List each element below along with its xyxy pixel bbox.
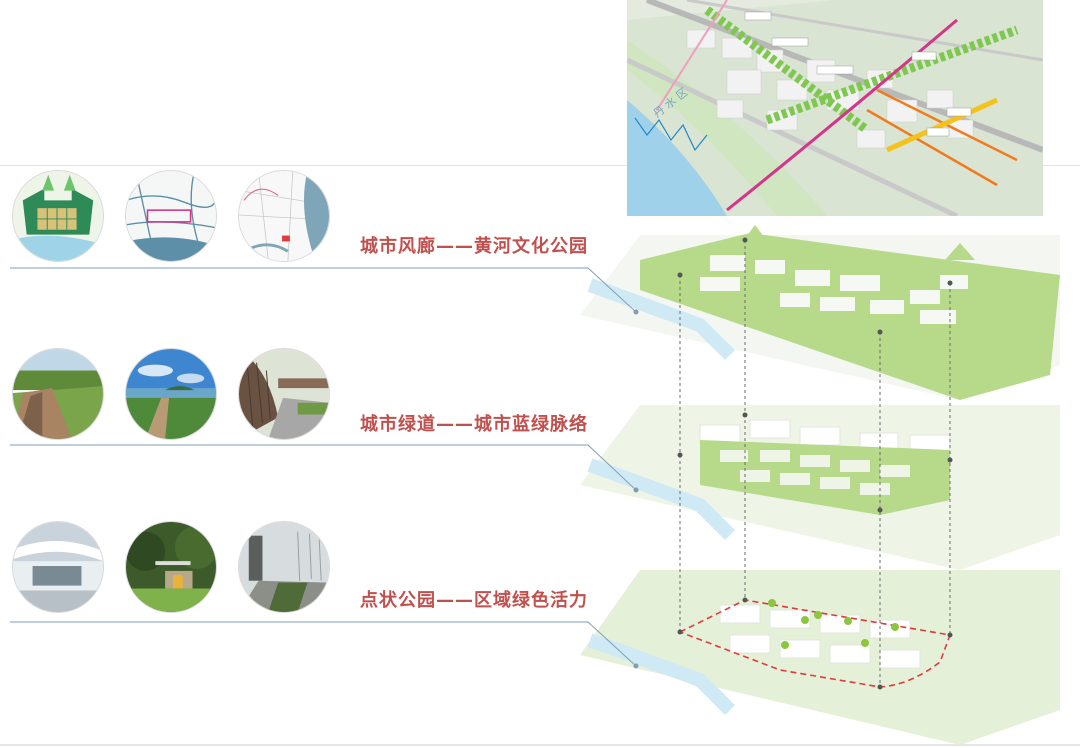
layer-stack-diagram [580,225,1060,745]
top-divider [0,165,1080,166]
map-pin-icon [814,611,822,619]
corridor-map-thumbnail-1 [12,170,104,262]
corridor-map-thumbnail-2 [125,170,217,262]
greenway-photo-wall-path [238,348,330,440]
point-park-layer-map [580,570,1060,745]
map-pin-icon [768,599,776,607]
point-park-photo-winter-path [238,521,330,613]
layer-title-corridor: 城市风廊——黄河文化公园 [360,236,588,257]
layer-title-greenway: 城市绿道——城市蓝绿脉络 [360,414,588,435]
aerial-perspective-image: 丹 水 区 [627,0,1043,216]
map-pin-icon [861,639,869,647]
map-pin-icon [781,641,789,649]
map-pin-icon [801,616,809,624]
corridor-layer-map [580,225,1060,400]
point-park-photo-pavilion [125,521,217,613]
bottom-divider [0,744,1080,746]
greenway-photo-boardwalk [125,348,217,440]
map-pin-icon [844,617,852,625]
map-pin-icon [891,623,899,631]
point-park-photo-canopy [12,521,104,613]
layer-title-point-park: 点状公园——区域绿色活力 [360,590,588,611]
greenway-photo-path [12,348,104,440]
greenway-layer-map [580,405,1060,570]
corridor-map-thumbnail-3 [238,170,330,262]
